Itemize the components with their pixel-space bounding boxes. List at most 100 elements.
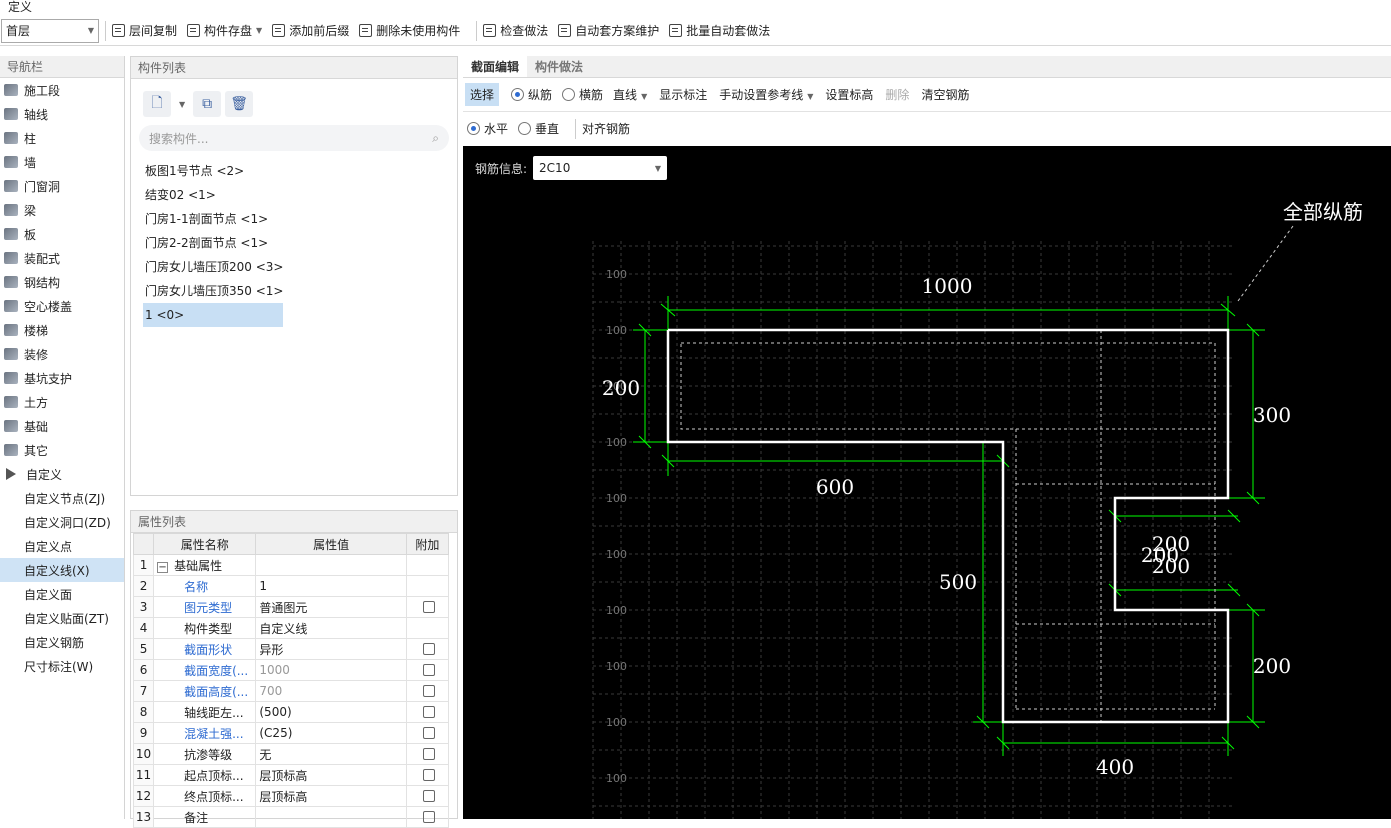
nav-sub-item[interactable]: 自定义节点(ZJ) [24,491,106,506]
nav-sub-item[interactable]: 自定义洞口(ZD) [24,515,111,530]
nav-item[interactable]: 柱 [0,126,124,150]
nav-sub-item[interactable]: 自定义钢筋 [24,635,85,650]
new-component-button[interactable]: 🗋 [143,91,171,117]
chevron-down-icon[interactable]: ▼ [256,26,263,35]
line-dropdown[interactable]: 直线▼ [613,86,647,103]
copy-between-floors-button[interactable]: 层间复制 [112,22,177,39]
nav-item[interactable]: 钢结构 [0,270,124,294]
floor-select[interactable]: 首层▼ [1,18,99,43]
property-value[interactable]: 1 [255,575,407,597]
property-value[interactable]: 层顶标高 [255,785,407,807]
checkbox[interactable] [422,643,435,655]
component-item[interactable]: 门房女儿墙压顶350 <1> [145,284,284,298]
nav-item[interactable]: 施工段 [0,78,124,102]
property-row[interactable]: 1−基础属性 [132,554,450,576]
property-value[interactable]: 无 [255,743,407,765]
property-value[interactable] [255,806,407,828]
batch-auto-button[interactable]: 批量自动套做法 [669,22,770,39]
chevron-down-icon[interactable]: ▼ [179,99,186,109]
nav-sub-item[interactable]: 自定义贴面(ZT) [24,611,109,626]
nav-item[interactable]: 楼梯 [0,318,124,342]
manual-ref-dropdown[interactable]: 手动设置参考线▼ [719,86,813,103]
clear-rebar-button[interactable]: 清空钢筋 [921,88,970,102]
checkbox[interactable] [422,601,435,613]
checkbox[interactable] [422,664,435,676]
component-item[interactable]: 板图1号节点 <2> [145,164,245,178]
component-item[interactable]: 门房女儿墙压顶200 <3> [145,260,284,274]
horizontal-radio[interactable]: 水平 [467,120,508,137]
nav-item[interactable]: 装修 [0,342,124,366]
property-value[interactable]: 1000 [255,659,407,681]
nav-item[interactable]: 板 [0,222,124,246]
align-rebar-button[interactable]: 对齐钢筋 [582,122,631,136]
checkbox[interactable] [422,706,435,718]
add-prefix-suffix-button[interactable]: 添加前后缀 [272,22,349,39]
delete-component-button[interactable]: 🗑 [225,91,254,117]
category-icon [4,300,18,312]
delete-button[interactable]: 删除 [885,88,910,102]
checkbox[interactable] [422,748,435,760]
nav-item[interactable]: 空心楼盖 [0,294,124,318]
nav-item[interactable]: 基坑支护 [0,366,124,390]
delete-unused-button[interactable]: 删除未使用构件 [359,22,460,39]
nav-item[interactable]: 装配式 [0,246,124,270]
nav-sub-item[interactable]: 自定义点 [24,539,73,554]
nav-item[interactable]: 基础 [0,414,124,438]
transverse-radio[interactable]: 横筋 [562,86,603,103]
checkbox[interactable] [422,685,435,697]
nav-item[interactable]: 墙 [0,150,124,174]
nav-item[interactable]: 门窗洞 [0,174,124,198]
checkbox[interactable] [422,790,435,802]
rebar-info-select[interactable]: 2C10▼ [533,156,668,180]
component-search-input[interactable]: 搜索构件...⌕ [139,125,449,151]
property-value[interactable]: 700 [255,680,407,702]
property-value[interactable]: 自定义线 [255,617,407,639]
checkbox[interactable] [422,811,435,823]
tab-component-method[interactable]: 构件做法 [535,60,584,74]
vertical-radio[interactable]: 垂直 [518,120,559,137]
component-item[interactable]: 结变02 <1> [145,188,216,202]
nav-sub-item[interactable]: 自定义面 [24,587,73,602]
component-item[interactable]: 1 <0> [143,303,283,327]
property-value[interactable]: (C25) [255,722,407,744]
property-value[interactable]: (500) [255,701,407,723]
nav-item[interactable]: 土方 [0,390,124,414]
checkbox[interactable] [422,769,435,781]
copy-component-button[interactable]: ⧉ [193,91,222,117]
property-value[interactable]: 异形 [255,638,407,660]
nav-item[interactable]: 自定义 [0,462,124,486]
collapse-icon[interactable]: − [157,561,169,573]
auto-scheme-button[interactable]: 自动套方案维护 [558,22,659,39]
select-button[interactable]: 选择 [465,83,500,106]
set-elevation-button[interactable]: 设置标高 [825,88,874,102]
save-component-button[interactable]: 构件存盘▼ [187,22,262,39]
nav-sub-item[interactable]: 尺寸标注(W) [24,659,94,674]
nav-item[interactable]: 轴线 [0,102,124,126]
tab-section-edit[interactable]: 截面编辑 [463,56,528,77]
nav-item[interactable]: 梁 [0,198,124,222]
checkbox[interactable] [422,727,435,739]
nav-sub-item[interactable]: 自定义线(X) [0,558,124,582]
component-item[interactable]: 门房2-2剖面节点 <1> [145,236,269,250]
show-dim-button[interactable]: 显示标注 [659,88,708,102]
property-value[interactable] [255,554,407,576]
property-value[interactable]: 普通图元 [255,596,407,618]
component-item[interactable]: 门房1-1剖面节点 <1> [145,212,269,226]
check-method-button[interactable]: 检查做法 [483,22,548,39]
nav-item[interactable]: 其它 [0,438,124,462]
property-value[interactable]: 层顶标高 [255,764,407,786]
longitudinal-radio[interactable]: 纵筋 [511,86,552,103]
